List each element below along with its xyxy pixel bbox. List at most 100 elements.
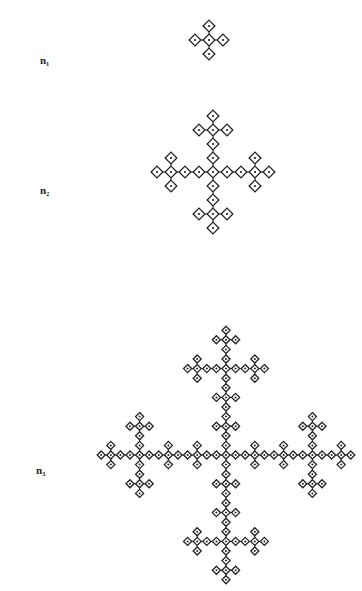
kolam-dot	[225, 454, 227, 456]
kolam-dot	[187, 368, 189, 370]
kolam-diamond	[136, 489, 144, 497]
kolam-diamond	[136, 422, 144, 430]
kolam-dot	[321, 483, 323, 485]
kolam-diamond	[232, 509, 240, 517]
kolam-dot	[167, 464, 169, 466]
kolam-dot	[170, 185, 172, 187]
kolam-dot	[212, 213, 214, 215]
kolam-dot	[225, 492, 227, 494]
kolam-dot	[196, 464, 198, 466]
kolam-dot	[222, 39, 224, 41]
kolam-diamond	[222, 374, 230, 382]
kolam-diamond	[136, 461, 144, 469]
kolam-diamond	[126, 480, 134, 488]
kolam-dot	[215, 569, 217, 571]
kolam-diamond	[222, 355, 230, 363]
kolam-dot	[198, 213, 200, 215]
kolam-diamond	[107, 451, 115, 459]
kolam-pattern	[189, 20, 229, 60]
kolam-dot	[225, 531, 227, 533]
kolam-diamond	[136, 413, 144, 421]
kolam-dot	[254, 444, 256, 446]
kolam-diamond	[251, 365, 259, 373]
kolam-dot	[194, 39, 196, 41]
kolam-diamond	[97, 451, 105, 459]
kolam-dot	[311, 464, 313, 466]
kolam-dot	[167, 454, 169, 456]
kolam-dot	[235, 396, 237, 398]
kolam-diamond	[221, 166, 233, 178]
kolam-dot	[254, 368, 256, 370]
kolam-dot	[100, 454, 102, 456]
level-label: n₃	[36, 464, 45, 476]
kolam-diamond	[207, 180, 219, 192]
kolam-diamond	[193, 441, 201, 449]
kolam-diamond	[151, 166, 163, 178]
kolam-dot	[311, 416, 313, 418]
kolam-diamond	[251, 441, 259, 449]
kolam-dot	[225, 387, 227, 389]
kolam-dot	[184, 171, 186, 173]
kolam-dot	[311, 473, 313, 475]
kolam-diamond	[174, 451, 182, 459]
kolam-diamond	[145, 422, 153, 430]
kolam-diamond	[193, 451, 201, 459]
kolam-dot	[139, 454, 141, 456]
kolam-diamond	[222, 537, 230, 545]
kolam-diamond	[222, 509, 230, 517]
kolam-dot	[254, 358, 256, 360]
kolam-dot	[225, 502, 227, 504]
kolam-dot	[225, 435, 227, 437]
kolam-diamond	[251, 528, 259, 536]
kolam-dot	[225, 416, 227, 418]
kolam-diamond	[280, 461, 288, 469]
kolam-diamond	[222, 576, 230, 584]
kolam-dot	[148, 483, 150, 485]
kolam-dot	[254, 171, 256, 173]
kolam-dot	[177, 454, 179, 456]
kolam-diamond	[289, 451, 297, 459]
kolam-dot	[225, 569, 227, 571]
kolam-dot	[311, 454, 313, 456]
kolam-dot	[225, 368, 227, 370]
kolam-dot	[212, 143, 214, 145]
kolam-dot	[340, 464, 342, 466]
kolam-diamond	[251, 374, 259, 382]
kolam-diamond	[203, 537, 211, 545]
kolam-diamond	[347, 451, 355, 459]
kolam-diamond	[222, 480, 230, 488]
kolam-dot	[110, 444, 112, 446]
kolam-dot	[235, 483, 237, 485]
kolam-diamond	[107, 441, 115, 449]
kolam-diamond	[337, 451, 345, 459]
kolam-dot	[254, 157, 256, 159]
kolam-dot	[129, 483, 131, 485]
kolam-diamond	[193, 365, 201, 373]
kolam-diamond	[308, 451, 316, 459]
level-label: n₂	[40, 184, 49, 196]
kolam-diamond	[241, 365, 249, 373]
kolam-dot	[196, 444, 198, 446]
kolam-dot	[235, 339, 237, 341]
kolam-diamond	[222, 403, 230, 411]
kolam-diamond	[251, 461, 259, 469]
kolam-dot	[225, 464, 227, 466]
kolam-dot	[235, 540, 237, 542]
kolam-diamond	[263, 166, 275, 178]
kolam-dot	[263, 368, 265, 370]
kolam-dot	[263, 540, 265, 542]
kolam-dot	[215, 483, 217, 485]
kolam-dot	[170, 171, 172, 173]
kolam-dot	[254, 464, 256, 466]
kolam-dot	[311, 444, 313, 446]
kolam-dot	[254, 185, 256, 187]
kolam-diamond	[308, 489, 316, 497]
kolam-diamond	[165, 166, 177, 178]
kolam-diamond	[136, 432, 144, 440]
kolam-dot	[254, 454, 256, 456]
kolam-diamond	[207, 124, 219, 136]
kolam-diamond	[222, 451, 230, 459]
kolam-diamond	[189, 34, 201, 46]
kolam-diamond	[203, 48, 215, 60]
kolam-diamond	[222, 365, 230, 373]
